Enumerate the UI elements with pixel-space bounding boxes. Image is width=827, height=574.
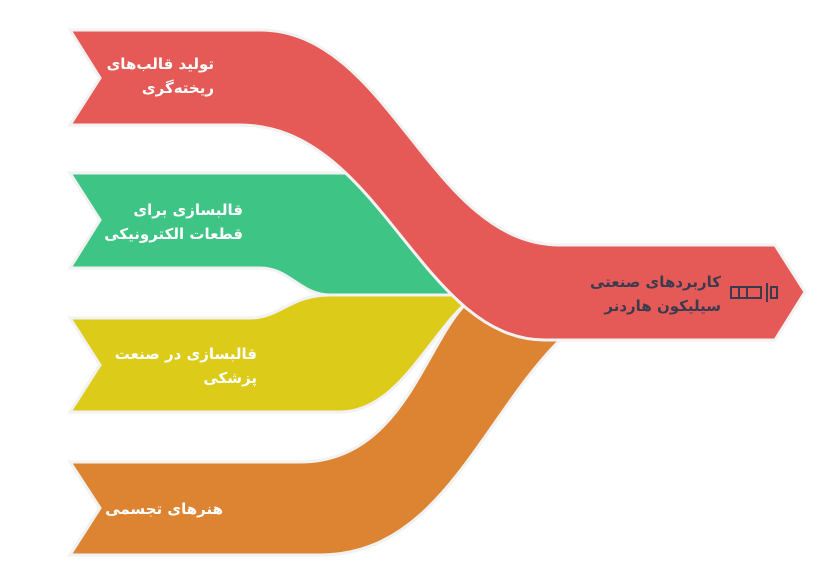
label-output: کاربردهای صنعتی سیلیکون هاردنر xyxy=(590,270,721,318)
label-line: ریخته‌گری xyxy=(141,79,214,97)
label-line: هنرهای تجسمی xyxy=(105,500,223,518)
label-line: پزشکی xyxy=(203,369,257,387)
label-electronics: قالبسازی برای قطعات الکترونیکی xyxy=(104,198,243,246)
label-line: سیلیکون هاردنر xyxy=(604,297,721,315)
band-medical xyxy=(67,293,480,414)
abacus-icon xyxy=(730,283,778,302)
label-casting-molds: تولید قالب‌های ریخته‌گری xyxy=(107,52,214,100)
label-line: قالبسازی در صنعت xyxy=(114,345,257,363)
label-medical: قالبسازی در صنعت پزشکی xyxy=(115,342,257,390)
label-line: تولید قالب‌های xyxy=(106,55,214,73)
label-line: قطعات الکترونیکی xyxy=(104,225,243,243)
label-visual-arts: هنرهای تجسمی xyxy=(105,497,223,521)
band-casting-molds xyxy=(67,28,807,342)
label-line: کاربردهای صنعتی xyxy=(589,273,721,291)
label-line: قالبسازی برای xyxy=(133,201,243,219)
